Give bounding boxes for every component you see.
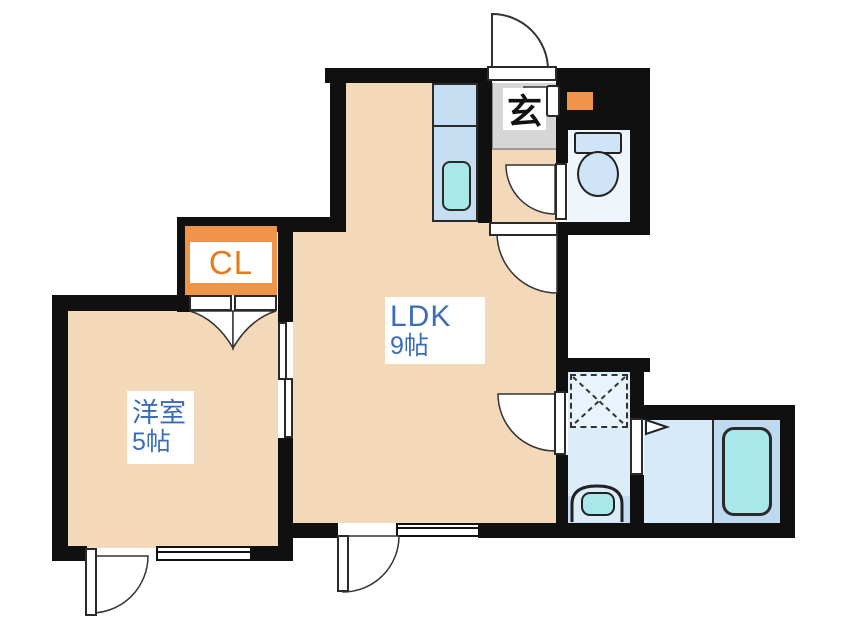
wall-bath-bottom: [556, 523, 795, 538]
closet-door-leaf-left: [189, 295, 232, 311]
wall-toilet-right: [630, 130, 650, 235]
ldk-room-floor: [293, 232, 556, 523]
ldk-label: LDK 9帖: [385, 297, 485, 364]
entrance-door-leaf: [487, 66, 557, 81]
toilet-bowl: [577, 151, 619, 197]
wall-bedroom-bottom-right: [250, 546, 293, 561]
entrance-door-swing: [491, 12, 550, 71]
kitchen-counter: [432, 83, 478, 222]
wash-sink-band: [568, 496, 630, 523]
ldk-exterior-door-swing: [342, 535, 400, 593]
wall-ldk-bottom-right: [478, 523, 568, 538]
bedroom-window: [156, 546, 252, 561]
ldk-exterior-door-leaf: [337, 535, 349, 592]
wall-bedroom-bottom-left: [52, 546, 87, 561]
hallway-floor: [492, 150, 556, 232]
bath-door-leaf: [630, 418, 643, 475]
genkan-hall-divider: [492, 148, 556, 150]
hall-door-leaf: [489, 222, 558, 236]
kitchen-sink: [442, 161, 471, 211]
ldk-size: 9帖: [390, 332, 429, 361]
entrance-label: 玄: [506, 92, 542, 132]
wall-ldk-left: [330, 68, 346, 232]
wall-washroom-right-lower: [630, 475, 644, 523]
wall-ldk-right: [556, 235, 568, 372]
sliding-door-panel-2: [284, 378, 293, 438]
toilet-door-leaf: [555, 163, 567, 220]
wall-washroom-left-upper: [556, 372, 568, 393]
ldk-name: LDK: [390, 299, 452, 333]
window-pane-lines: [398, 527, 478, 537]
wall-washroom-top: [556, 358, 650, 372]
wall-bedroom-top: [52, 295, 180, 311]
wall-hall-right-upper: [556, 130, 568, 163]
closet-door-leaf-right: [234, 295, 277, 311]
wall-ldk-bottom-left: [293, 523, 338, 538]
entrance-label-box: 玄: [503, 88, 546, 132]
window-pane-lines: [158, 550, 250, 561]
bedroom-name: 洋室: [132, 398, 186, 429]
wall-toilet-bottom: [556, 222, 650, 235]
wall-mid-upper: [278, 217, 293, 322]
wall-bedroom-left: [52, 295, 68, 561]
wall-ldk-top: [325, 68, 492, 83]
wall-bath-right: [780, 405, 795, 538]
bedroom-size: 5帖: [132, 427, 171, 456]
bathtub: [722, 427, 772, 516]
wall-washroom-left-lower: [556, 455, 568, 523]
shoe-box: [567, 92, 593, 110]
washer-pan: [570, 374, 628, 428]
wall-kitchen-genkan: [478, 83, 492, 223]
sliding-door-panel-1: [278, 322, 287, 380]
ldk-window: [396, 523, 480, 537]
closet-label: CL: [208, 243, 254, 281]
bedroom-label: 洋室 5帖: [127, 391, 194, 464]
bedroom-exterior-door-leaf: [85, 548, 97, 616]
wall-bath-top: [630, 405, 795, 420]
wall-mid-lower: [278, 438, 293, 561]
kitchen-counter-divider: [434, 125, 476, 127]
genkan-inner-door-leaf: [546, 85, 560, 117]
washroom-door-leaf: [554, 391, 566, 455]
bedroom-exterior-door-swing: [90, 555, 149, 614]
closet-box: CL: [185, 226, 277, 295]
